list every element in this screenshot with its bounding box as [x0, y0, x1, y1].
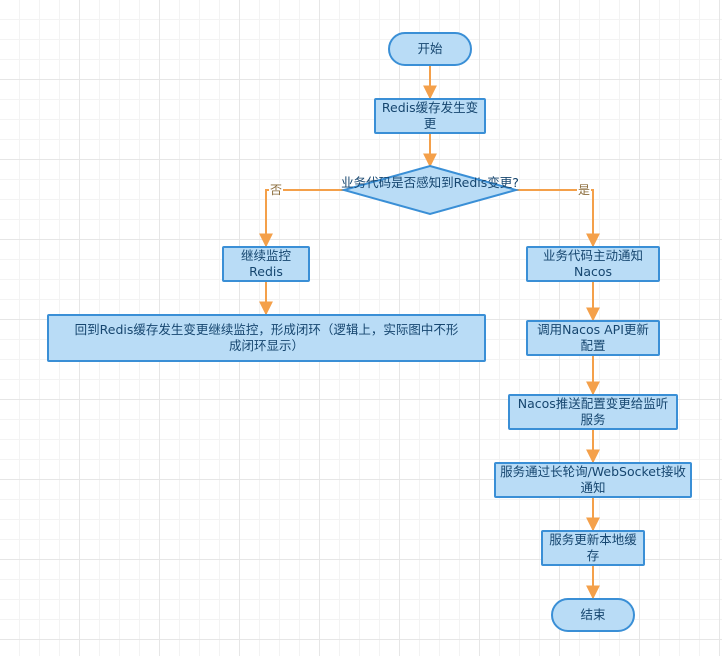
- notify-nacos-node: 业务代码主动通知Nacos: [526, 246, 660, 282]
- redis-change-node: Redis缓存发生变更: [374, 98, 486, 134]
- receive-label: 服务通过长轮询/WebSocket接收通知: [500, 464, 686, 495]
- edge-decision-no: [259, 189, 344, 248]
- loop-back-node: 回到Redis缓存发生变更继续监控，形成闭环（逻辑上，实际图中不形成闭环显示）: [47, 314, 486, 362]
- update-cache-node: 服务更新本地缓存: [541, 530, 645, 566]
- redis-change-label: Redis缓存发生变更: [381, 100, 479, 131]
- keep-monitor-node: 继续监控Redis: [222, 246, 310, 282]
- decision-diamond: [340, 164, 520, 216]
- end-node-label: 结束: [580, 607, 606, 622]
- update-cache-label: 服务更新本地缓存: [549, 532, 637, 563]
- start-node-label: 开始: [417, 41, 443, 56]
- decision-label: 业务代码是否感知到Redis变更?: [341, 175, 519, 190]
- receive-node: 服务通过长轮询/WebSocket接收通知: [494, 462, 692, 498]
- edge-label-yes: 是: [577, 183, 592, 197]
- start-node: 开始: [388, 32, 472, 66]
- edge-label-no: 否: [269, 183, 284, 197]
- call-api-label: 调用Nacos API更新配置: [537, 322, 649, 353]
- nacos-push-node: Nacos推送配置变更给监听服务: [508, 394, 678, 430]
- edge-decision-yes: [516, 189, 600, 248]
- notify-nacos-label: 业务代码主动通知Nacos: [542, 248, 643, 279]
- end-node: 结束: [551, 598, 635, 632]
- keep-monitor-label: 继续监控Redis: [240, 248, 291, 279]
- loop-back-label: 回到Redis缓存发生变更继续监控，形成闭环（逻辑上，实际图中不形成闭环显示）: [74, 322, 459, 353]
- nacos-push-label: Nacos推送配置变更给监听服务: [517, 396, 669, 427]
- call-api-node: 调用Nacos API更新配置: [526, 320, 660, 356]
